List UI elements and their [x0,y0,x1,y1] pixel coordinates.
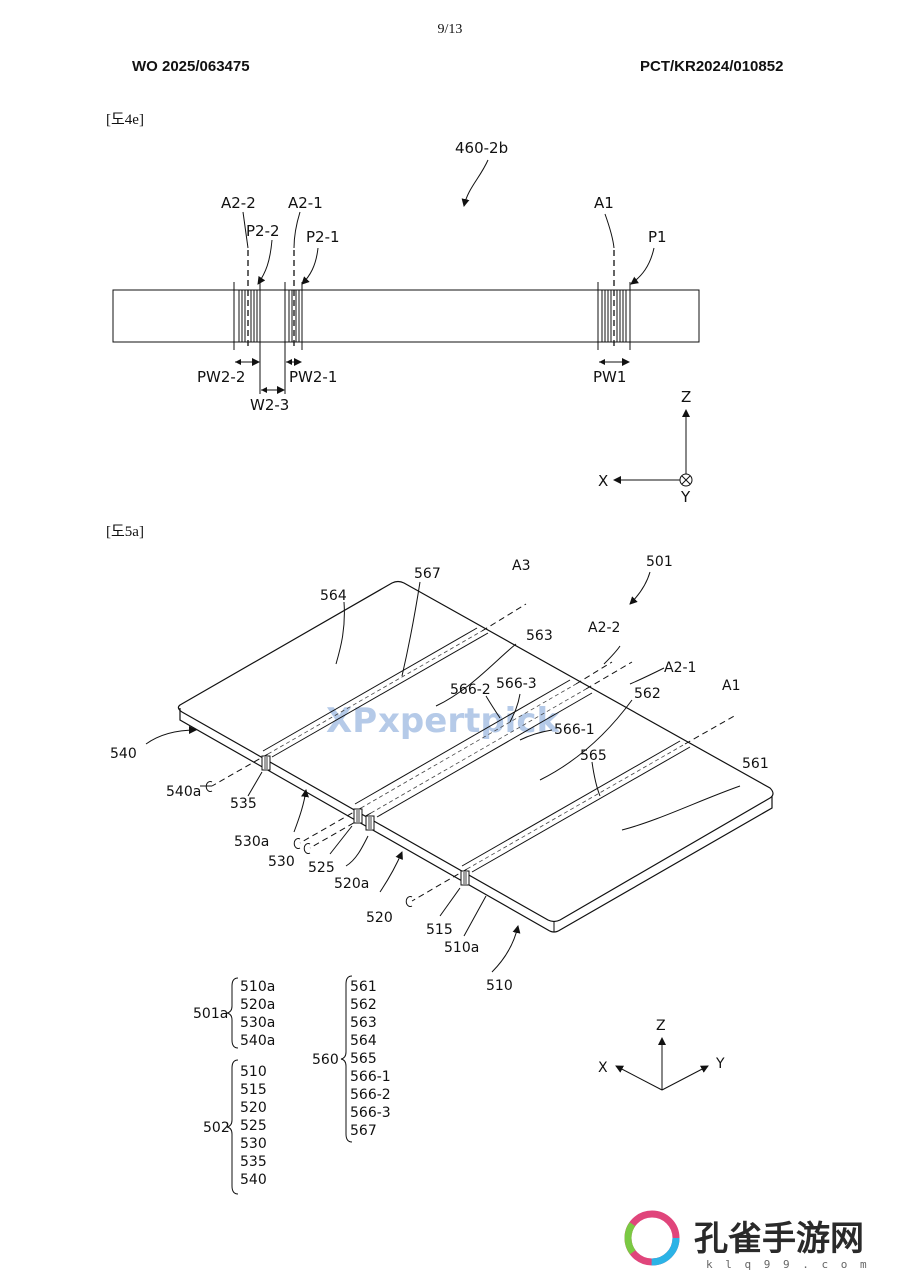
svg-text:566-2: 566-2 [350,1087,391,1103]
svg-text:561: 561 [350,979,377,995]
svg-text:501a: 501a [193,1006,228,1022]
ref-460-2b-arrow [461,159,489,207]
svg-text:520: 520 [240,1100,267,1116]
label-540: 540 [110,746,137,762]
label-510: 510 [486,978,513,994]
strip-body [112,289,700,343]
figure-5a-label: [도5a] [106,524,144,540]
legend-501a: 501a 510a 520a 530a 540a [193,977,275,1049]
figure-4e-label: [도4e] [106,112,144,128]
label-pw2-2: PW2-2 [197,368,245,386]
svg-text:562: 562 [350,997,377,1013]
svg-text:530: 530 [240,1136,267,1152]
label-515: 515 [426,922,453,938]
svg-text:530a: 530a [240,1015,275,1031]
label-564: 564 [320,588,347,604]
label-530a: 530a [234,834,269,850]
label-563: 563 [526,628,553,644]
legend-560: 560 561 562 563 564 565 566-1 566-2 566-… [312,975,391,1143]
label-a2-2: A2-2 [588,620,620,636]
svg-text:535: 535 [240,1154,267,1170]
svg-text:510a: 510a [240,979,275,995]
pattern-p1 [597,282,631,350]
fold-center-lines [267,630,686,870]
svg-text:540a: 540a [240,1033,275,1049]
logo-url: k l q 9 9 . c o m [706,1258,870,1271]
page-number: 9/13 [437,22,463,37]
legend-502: 502 510 515 520 525 530 535 540 [203,1059,267,1195]
label-520: 520 [366,910,393,926]
short-leaders [200,771,487,937]
label-566-3: 566-3 [496,676,537,692]
svg-text:560: 560 [312,1052,339,1068]
label-p1: P1 [648,228,667,246]
label-a2-1: A2-1 [664,660,696,676]
label-525: 525 [308,860,335,876]
svg-text:563: 563 [350,1015,377,1031]
axis-z-5a: Z [656,1018,666,1034]
axis-z: Z [681,388,691,406]
label-562: 562 [634,686,661,702]
axis-y-5a: Y [715,1056,725,1072]
svg-text:540: 540 [240,1172,267,1188]
label-535: 535 [230,796,257,812]
axis-x-5a: X [598,1060,608,1076]
leader-arrows [145,571,651,973]
publication-number: WO 2025/063475 [132,58,250,75]
site-logo[interactable]: 孔雀手游网 k l q 9 9 . c o m [624,1210,870,1271]
label-520a: 520a [334,876,369,892]
label-pw1: PW1 [593,368,626,386]
svg-text:502: 502 [203,1120,230,1136]
leader-lines [335,581,741,831]
axes-fig4e: Z X Y [598,388,693,506]
figure-4e-diagram: 460-2b A2-2 A2-1 [112,139,700,506]
label-p2-1: P2-1 [306,228,340,246]
fold-bands [262,627,691,873]
svg-text:567: 567 [350,1123,377,1139]
svg-text:510: 510 [240,1064,267,1080]
svg-text:566-3: 566-3 [350,1105,391,1121]
hinge-hatching [264,757,467,884]
axis-x: X [598,472,608,490]
label-566-1: 566-1 [554,722,595,738]
svg-text:515: 515 [240,1082,267,1098]
axes-fig5a: Z X Y [598,1018,725,1091]
label-pw2-1: PW2-1 [289,368,337,386]
device-top-surface [177,580,774,923]
logo-name: 孔雀手游网 [694,1219,864,1259]
svg-text:564: 564 [350,1033,377,1049]
label-567: 567 [414,566,441,582]
label-566-2: 566-2 [450,682,491,698]
axis-y: Y [680,488,691,506]
svg-text:525: 525 [240,1118,267,1134]
pattern-p2-2 [233,282,261,350]
label-561: 561 [742,756,769,772]
watermark: XP xpertpick [326,701,560,741]
application-number: PCT/KR2024/010852 [640,58,784,75]
hinge-blocks [261,755,470,886]
label-a3: A3 [512,558,530,574]
label-w2-3: W2-3 [250,396,289,414]
label-510a: 510a [444,940,479,956]
svg-text:XP: XP [326,701,377,741]
label-p2-2: P2-2 [246,222,280,240]
device-side-edge [179,708,773,933]
ref-460-2b: 460-2b [455,139,508,157]
svg-text:520a: 520a [240,997,275,1013]
label-540a: 540a [166,784,201,800]
label-565: 565 [580,748,607,764]
label-a2-2: A2-2 [221,194,256,212]
label-a1: A1 [722,678,740,694]
label-a2-1: A2-1 [288,194,323,212]
label-a1: A1 [594,194,614,212]
svg-text:566-1: 566-1 [350,1069,391,1085]
svg-text:565: 565 [350,1051,377,1067]
label-530: 530 [268,854,295,870]
pattern-p2-1 [284,282,303,350]
ref-501: 501 [646,554,673,570]
